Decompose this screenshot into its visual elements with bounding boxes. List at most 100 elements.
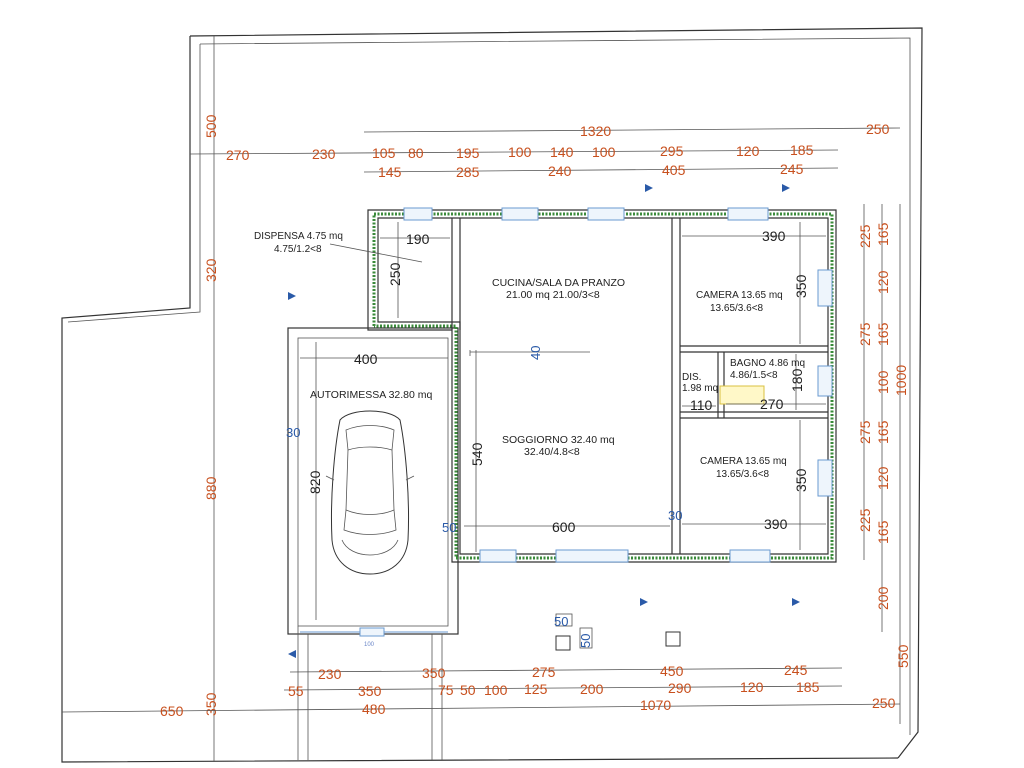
dim: 225 [857,508,873,532]
internal-dims: 190 250 390 350 400 820 540 600 390 350 … [307,228,809,535]
dim: 200 [580,681,604,697]
bagno-data: 4.86/1.5<8 [730,370,778,381]
dim: 100 [592,144,616,160]
dim: 230 [312,146,336,162]
cucina-data: 21.00 mq 21.00/3<8 [506,289,600,301]
camera1-width: 390 [762,228,786,244]
mark: 50 [554,614,568,629]
left-dims: 500 320 880 350 [203,114,219,716]
dis-width: 110 [690,397,713,413]
dim: 230 [318,666,342,682]
dim: 225 [857,224,873,248]
wall-thickness-marks: 30 50 30 50 50 40 [286,346,682,648]
camera1-height: 350 [793,274,809,298]
soggiorno-data: 32.40/4.8<8 [524,446,580,458]
garage: 100 [287,327,459,760]
garage-height: 820 [307,470,323,494]
dispensa-label: DISPENSA 4.75 mq [254,231,343,242]
dim: 275 [857,322,873,346]
dim: 120 [740,679,764,695]
dim: 165 [875,420,891,444]
dim: 195 [456,145,480,161]
dim: 145 [378,164,402,180]
mark: 30 [668,508,682,523]
dim: 55 [288,683,304,699]
dim-500: 500 [203,114,219,138]
soggiorno-label: SOGGIORNO 32.40 mq [502,434,615,446]
top-dimension-lines [189,127,901,173]
camera2-data: 13.65/3.6<8 [716,469,770,480]
dim-1320: 1320 [580,123,611,139]
dim: 650 [160,703,184,719]
dim: 240 [548,163,572,179]
dim: 50 [460,682,476,698]
dim: 120 [875,466,891,490]
dim: 245 [780,161,804,177]
bagno-height: 180 [789,368,805,392]
dim: 275 [857,420,873,444]
bottom-dims-row2: 55 350 75 50 100 125 200 290 120 185 [288,679,820,699]
dim: 405 [662,162,686,178]
dim: 245 [784,662,808,678]
top-dims-overall: 1320 250 [580,121,890,139]
dim-320: 320 [203,258,219,282]
dim-550: 550 [895,644,911,668]
dim-250-top: 250 [866,121,890,137]
section-markers [288,184,800,658]
right-dimension-lines [863,204,901,724]
cucina-label: CUCINA/SALA DA PRANZO [492,277,625,289]
dim: 80 [408,145,424,161]
dim: 125 [524,681,548,697]
dispensa-width: 190 [406,231,430,247]
dim: 140 [550,144,574,160]
camera2-height: 350 [793,468,809,492]
svg-text:100: 100 [364,642,375,648]
dim-1000: 1000 [893,365,909,396]
camera2-label: CAMERA 13.65 mq [700,456,787,467]
dis-label: DIS. [682,372,701,383]
dis-data: 1.98 mq [682,383,718,394]
dim: 120 [875,270,891,294]
dim: 285 [456,164,480,180]
house-walls [367,209,837,563]
dim: 120 [736,143,760,159]
room-labels: DISPENSA 4.75 mq 4.75/1.2<8 CUCINA/SALA … [254,231,805,480]
mark: 30 [286,425,300,440]
bottom-dimension-lines [61,667,901,713]
dim-880: 880 [203,476,219,500]
camera1-data: 13.65/3.6<8 [710,303,764,314]
car-icon [325,410,415,575]
dim-350-left: 350 [203,692,219,716]
top-dims-row2: 145 285 240 405 245 [378,161,804,180]
mark: 50 [442,520,456,535]
dispensa-height: 250 [387,262,403,286]
internal-dimension-lines [300,222,826,620]
dim: 185 [790,142,814,158]
right-dims-outer: 165 165 165 165 1000 200 550 [875,222,911,668]
soggiorno-height: 540 [469,442,485,466]
bottom-dims-row1: 230 350 275 450 245 [318,662,808,682]
dim: 100 [875,370,891,394]
dim: 165 [875,520,891,544]
plinth-marks [555,613,681,651]
dim: 185 [796,679,820,695]
dispensa-data: 4.75/1.2<8 [274,244,322,255]
autorimessa-label: AUTORIMESSA 32.80 mq [310,389,433,401]
dim: 100 [508,144,532,160]
dim: 350 [422,665,446,681]
dim: 270 [226,147,250,163]
soggiorno-width: 600 [552,519,576,535]
dim: 290 [668,680,692,696]
right-dims-inner: 225 120 275 100 275 120 225 [857,224,891,532]
top-dims-row1: 270 230 105 80 195 100 140 100 295 120 1… [226,142,814,163]
bottom-dims-row3: 650 480 1070 250 [160,695,896,719]
dim: 105 [372,145,396,161]
garage-width: 400 [354,351,378,367]
dim: 480 [362,701,386,717]
bagno-label: BAGNO 4.86 mq [730,358,805,369]
dim: 75 [438,682,454,698]
bagno-width: 270 [760,396,784,412]
dim: 250 [872,695,896,711]
site-boundary [61,27,923,763]
